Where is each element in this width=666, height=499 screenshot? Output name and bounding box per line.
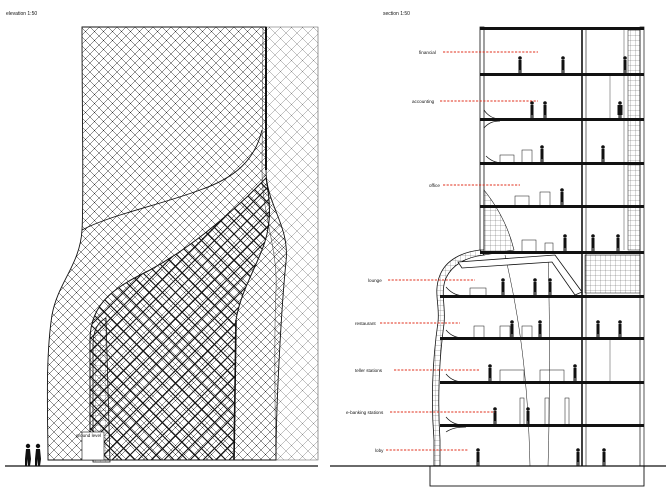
person-figure (35, 443, 41, 466)
section-ground-slab (429, 465, 645, 487)
floor-slab (480, 251, 644, 254)
floor-slab (440, 424, 644, 427)
elevation-drawing: elevation 1:50 ground level (5, 11, 319, 467)
section-title: section 1:50 (383, 11, 410, 17)
restaurant-table (521, 325, 533, 339)
person-figure (616, 234, 620, 251)
person-figure (510, 320, 514, 337)
desk (539, 191, 551, 207)
double-skin-void (483, 189, 515, 256)
elevation-lower-bold-layer (89, 176, 270, 461)
floor-slabs (440, 27, 644, 427)
label-office: office (429, 183, 440, 188)
person-figure (548, 278, 552, 295)
desk (521, 239, 537, 253)
desk (514, 195, 530, 207)
elevation-people (25, 443, 41, 466)
person-figure (25, 443, 31, 466)
restaurant-table (473, 325, 485, 339)
upper-right-cladding (627, 29, 641, 251)
person-figure (518, 56, 522, 73)
section-building-shell (330, 26, 666, 487)
floor-slab (480, 73, 644, 76)
upper-facade-wall (479, 26, 485, 251)
bracket (483, 109, 501, 120)
section-furniture (469, 149, 570, 426)
label-restaurant: restaurant (355, 321, 376, 326)
floor-slab (440, 295, 644, 298)
elevation-entrance: ground level (76, 431, 105, 461)
person-figure (617, 101, 623, 118)
floor-slab (440, 381, 644, 384)
bracket (445, 329, 467, 339)
person-figure (538, 320, 542, 337)
elevation-mid-edge (233, 319, 237, 461)
label-financial: financial (419, 50, 436, 55)
floor-slab (480, 162, 644, 165)
label-teller-stations: teller stations (355, 368, 383, 373)
program-leaders (380, 51, 538, 451)
label-accounting: accounting (412, 99, 435, 104)
bracket (445, 373, 467, 383)
core-and-partitions (504, 30, 625, 467)
desk (521, 149, 533, 164)
teller-counter (539, 369, 565, 383)
ground-level-label: ground level (76, 433, 101, 438)
teller-counter (499, 369, 525, 383)
bracket (445, 416, 467, 426)
desk (544, 242, 554, 253)
elevation-twist-seam (81, 129, 263, 231)
label-lounge: lounge (368, 278, 382, 283)
lounge-volume (457, 254, 583, 296)
person-figure (540, 145, 544, 162)
person-figure (596, 320, 600, 337)
person-figure (573, 364, 577, 381)
e-banking-kiosk (519, 397, 525, 426)
e-banking-kiosk (564, 397, 570, 426)
bracket (445, 286, 467, 297)
person-figure (601, 145, 605, 162)
lounge-right-cladding (584, 254, 641, 294)
section-people (476, 56, 627, 466)
bracket (485, 155, 505, 164)
person-figure (561, 56, 565, 73)
person-figure (543, 101, 547, 118)
person-figure (476, 448, 480, 466)
label-loby: loby (375, 448, 384, 453)
person-figure (618, 320, 622, 337)
person-figure (526, 407, 530, 424)
lounge-roof (457, 254, 583, 296)
person-figure (602, 448, 606, 466)
e-banking-kiosk (544, 397, 550, 426)
person-figure (533, 278, 537, 295)
bracket (445, 426, 467, 433)
section-right-wall (639, 26, 645, 469)
restaurant-table (499, 325, 511, 339)
atrium-curve (504, 254, 531, 467)
bracket (483, 120, 501, 129)
label-e-banking-stations: e-banking stations (346, 410, 384, 415)
floor-slab (480, 118, 644, 121)
person-figure (591, 234, 595, 251)
person-figure (488, 364, 492, 381)
person-figure (501, 278, 505, 295)
person-figure (576, 448, 580, 466)
person-figure (530, 101, 534, 118)
person-figure (560, 188, 564, 205)
program-labels: financial accounting office lounge resta… (346, 50, 440, 453)
roof-slab (480, 27, 644, 30)
section-drawing: section 1:50 (330, 11, 666, 487)
floor-slab (480, 205, 644, 208)
lounge-sofa (469, 287, 487, 297)
person-figure (563, 234, 567, 251)
floor-slab (440, 337, 644, 340)
lower-curved-facade (431, 249, 485, 469)
person-figure (493, 407, 497, 424)
elevation-left-column (92, 317, 111, 463)
elevation-title: elevation 1:50 (6, 11, 37, 17)
desk (499, 154, 515, 164)
entrance-door (81, 431, 105, 461)
person-figure (623, 56, 627, 73)
